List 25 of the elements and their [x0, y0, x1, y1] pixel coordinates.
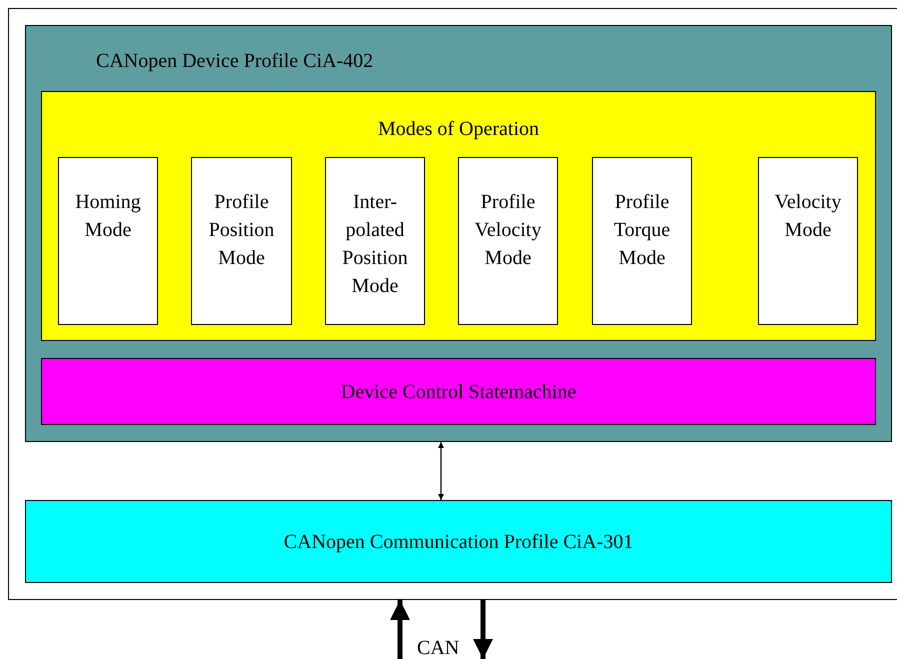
panel-title: Modes of Operation — [378, 118, 540, 140]
mode-label: Profile Velocity Mode — [474, 191, 542, 269]
panel-title: Device Control Statemachine — [340, 380, 576, 404]
mode-label: Profile Position Mode — [208, 191, 274, 269]
profile-panel — [25, 25, 892, 442]
modes-panel — [41, 91, 876, 341]
panel-title: CANopen Communication Profile CiA-301 — [284, 530, 634, 554]
mode-box — [592, 157, 692, 325]
communication-bar — [25, 500, 892, 583]
mode-box — [458, 157, 558, 325]
mode-label: Velocity Mode — [774, 191, 842, 241]
statemachine-bar — [41, 358, 876, 425]
mode-box — [325, 157, 425, 325]
mode-box — [58, 157, 158, 325]
arrow — [438, 442, 444, 500]
panel-title: CANopen Device Profile CiA-402 — [96, 50, 374, 72]
arrow — [473, 600, 493, 659]
signal-label: CAN — [417, 637, 460, 659]
mode-label: Inter-polated Position Mode — [342, 191, 408, 297]
mode-box — [191, 157, 292, 325]
mode-label: Homing Mode — [75, 191, 141, 241]
mode-box — [758, 157, 858, 325]
outer-frame — [8, 8, 897, 600]
mode-label: Profile Torque Mode — [614, 191, 670, 269]
arrow — [390, 600, 410, 659]
